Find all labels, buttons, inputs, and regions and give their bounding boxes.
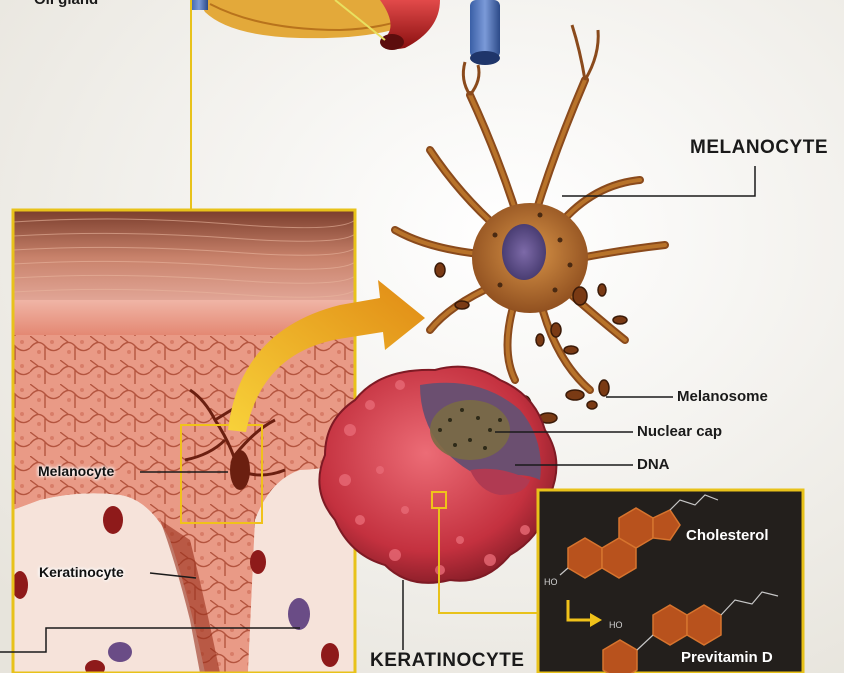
ho-label-cholesterol: HO: [544, 577, 558, 587]
skin-cross-section: [12, 210, 355, 673]
nuclear-cap-label: Nuclear cap: [637, 423, 722, 440]
cholesterol-label: Cholesterol: [686, 527, 769, 544]
melanocyte-title-label: MELANOCYTE: [690, 137, 828, 159]
previtamin-d-label: Previtamin D: [681, 649, 773, 666]
dna-label: DNA: [637, 456, 670, 473]
ho-label-previtamin: HO: [609, 620, 623, 630]
melanosome-label: Melanosome: [677, 388, 768, 405]
melanocyte-skin-label: Melanocyte: [38, 463, 114, 479]
oil-gland-label: Oil gland: [34, 0, 98, 8]
keratinocyte-skin-label: Keratinocyte: [39, 564, 124, 580]
keratinocyte-title-label: KERATINOCYTE: [370, 650, 524, 672]
